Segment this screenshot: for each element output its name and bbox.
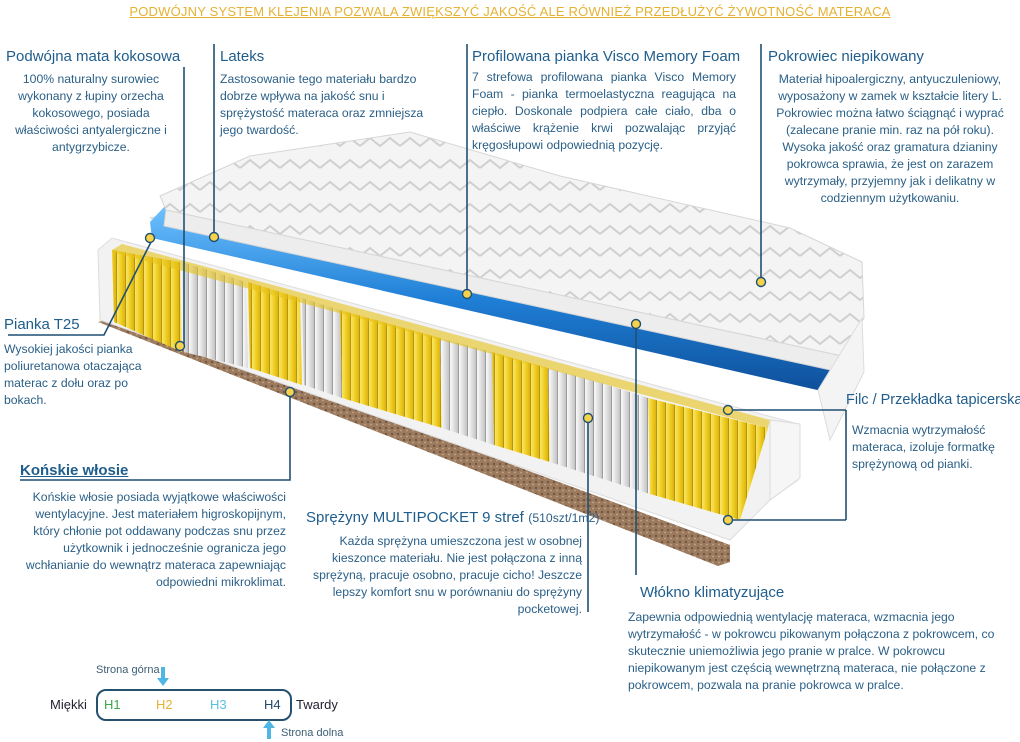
marker-visco: [461, 288, 473, 300]
scale-top-label: Strona górna: [96, 664, 160, 676]
section-pianka-text: Wysokiej jakości pianka poliuretanowa ot…: [4, 342, 142, 407]
arrow-up-icon: [263, 720, 275, 739]
marker-wlosie: [284, 386, 296, 398]
section-wlosie-text: Końskie włosie posiada wyjątkowe właściw…: [25, 490, 286, 589]
section-sprezyny: Sprężyny MULTIPOCKET 9 stref (510szt/1m2…: [306, 509, 599, 618]
marker-kokos: [174, 340, 186, 352]
spring-blocks: [112, 250, 768, 520]
section-sprezyny-title: Sprężyny MULTIPOCKET 9 stref: [306, 509, 524, 526]
marker-wlokno: [630, 318, 642, 330]
section-filc-title: Filc / Przekładka tapicerska: [846, 392, 1020, 408]
scale-right-label: Twardy: [296, 697, 338, 712]
section-pianka-title: Pianka T25: [4, 316, 80, 333]
marker-lateks: [208, 231, 220, 243]
section-pianka: Pianka T25 Wysokiej jakości pianka poliu…: [4, 316, 164, 409]
section-sprezyny-text: Każda sprężyna umieszczona jest w osobne…: [313, 534, 582, 616]
scale-level-h1: H1: [104, 697, 121, 712]
section-sprezyny-title-suffix: (510szt/1m2): [528, 511, 600, 525]
section-wlokno-title: Włókno klimatyzujące: [640, 584, 785, 601]
section-visco-text: 7 strefowa profilowana pianka Visco Memo…: [472, 70, 736, 152]
marker-pianka: [144, 232, 156, 244]
section-kokos-text: 100% naturalny surowiec wykonany z łupin…: [15, 72, 167, 154]
headline: Podwójny system klejenia pozwala zwiększ…: [129, 4, 891, 19]
section-pokrowiec-title: Pokrowiec niepikowany: [768, 48, 924, 65]
arrow-down-icon: [157, 667, 169, 686]
section-filc: Filc / Przekładka tapicerska Wzmacnia wy…: [846, 392, 1020, 473]
scale-level-h2: H2: [156, 697, 173, 712]
section-visco-title: Profilowana pianka Visco Memory Foam: [472, 48, 741, 65]
scale-bottom-label: Strona dolna: [281, 727, 344, 739]
scale-left-label: Miękki: [50, 697, 87, 712]
marker-pokrowiec: [755, 276, 767, 288]
coconut-mat-layer: [98, 318, 730, 566]
scale-level-h3: H3: [210, 697, 227, 712]
marker-filc: [722, 404, 734, 416]
section-wlosie: Końskie włosie Końskie włosie posiada wy…: [20, 462, 288, 591]
firmness-scale: [96, 689, 292, 721]
section-wlokno-text: Zapewnia odpowiednią wentylację materaca…: [628, 610, 995, 692]
section-lateks: Lateks Zastosowanie tego materiału bardz…: [220, 48, 432, 139]
section-lateks-text: Zastosowanie tego materiału bardzo dobrz…: [220, 72, 424, 137]
marker-filc-lower: [722, 514, 734, 526]
section-visco: Profilowana pianka Visco Memory Foam 7 s…: [472, 48, 741, 154]
section-pokrowiec: Pokrowiec niepikowany Materiał hipoalerg…: [768, 48, 1012, 207]
section-filc-text: Wzmacnia wytrzymałość materaca, izoluje …: [852, 423, 995, 471]
section-wlosie-title: Końskie włosie: [20, 462, 129, 479]
section-pokrowiec-text: Materiał hipoalergiczny, antyuczuleniowy…: [776, 72, 1004, 205]
scale-level-h4: H4: [264, 697, 281, 712]
section-lateks-title: Lateks: [220, 48, 265, 65]
section-kokos: Podwójna mata kokosowa 100% naturalny su…: [6, 48, 182, 156]
marker-sprezyny: [582, 412, 594, 424]
section-wlokno: Włókno klimatyzujące Zapewnia odpowiedni…: [628, 584, 1018, 694]
section-kokos-title: Podwójna mata kokosowa: [6, 48, 181, 65]
